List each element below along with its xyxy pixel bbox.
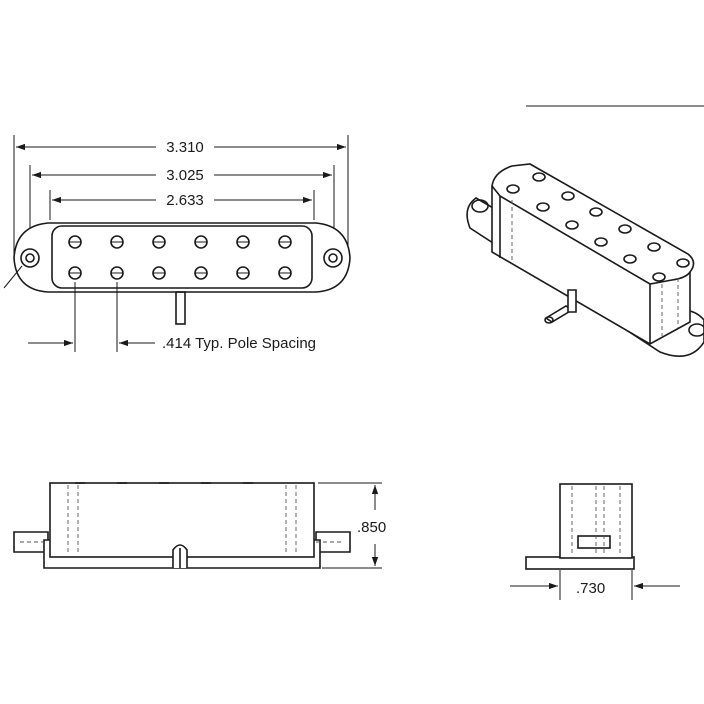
pole-pieces — [68, 235, 292, 280]
dimension-height: .850 — [357, 485, 386, 566]
dimension-label-overall-length: 3.310 — [166, 139, 204, 156]
side-view: .730 — [510, 483, 680, 600]
front-view: .850 — [13, 482, 386, 569]
dimension-label-height: .850 — [357, 519, 386, 536]
isometric-view — [466, 105, 704, 358]
dimension-mount-spacing: 3.025 — [32, 167, 332, 184]
dimension-overall-length: 3.310 — [16, 139, 346, 156]
dimension-label-width: .730 — [576, 580, 605, 597]
dimension-pole-spacing: .414 Typ. Pole Spacing — [28, 282, 316, 352]
top-view: 3.310 3.025 2.633 — [3, 135, 351, 352]
dimension-label-mount-spacing: 3.025 — [166, 167, 204, 184]
dimension-width: .730 — [510, 580, 680, 597]
dimension-label-pole-spacing: .414 Typ. Pole Spacing — [162, 335, 316, 352]
iso-pole-pieces — [506, 172, 690, 282]
dimension-pole-span: 2.633 — [52, 192, 312, 209]
dimension-label-pole-span: 2.633 — [166, 192, 204, 209]
